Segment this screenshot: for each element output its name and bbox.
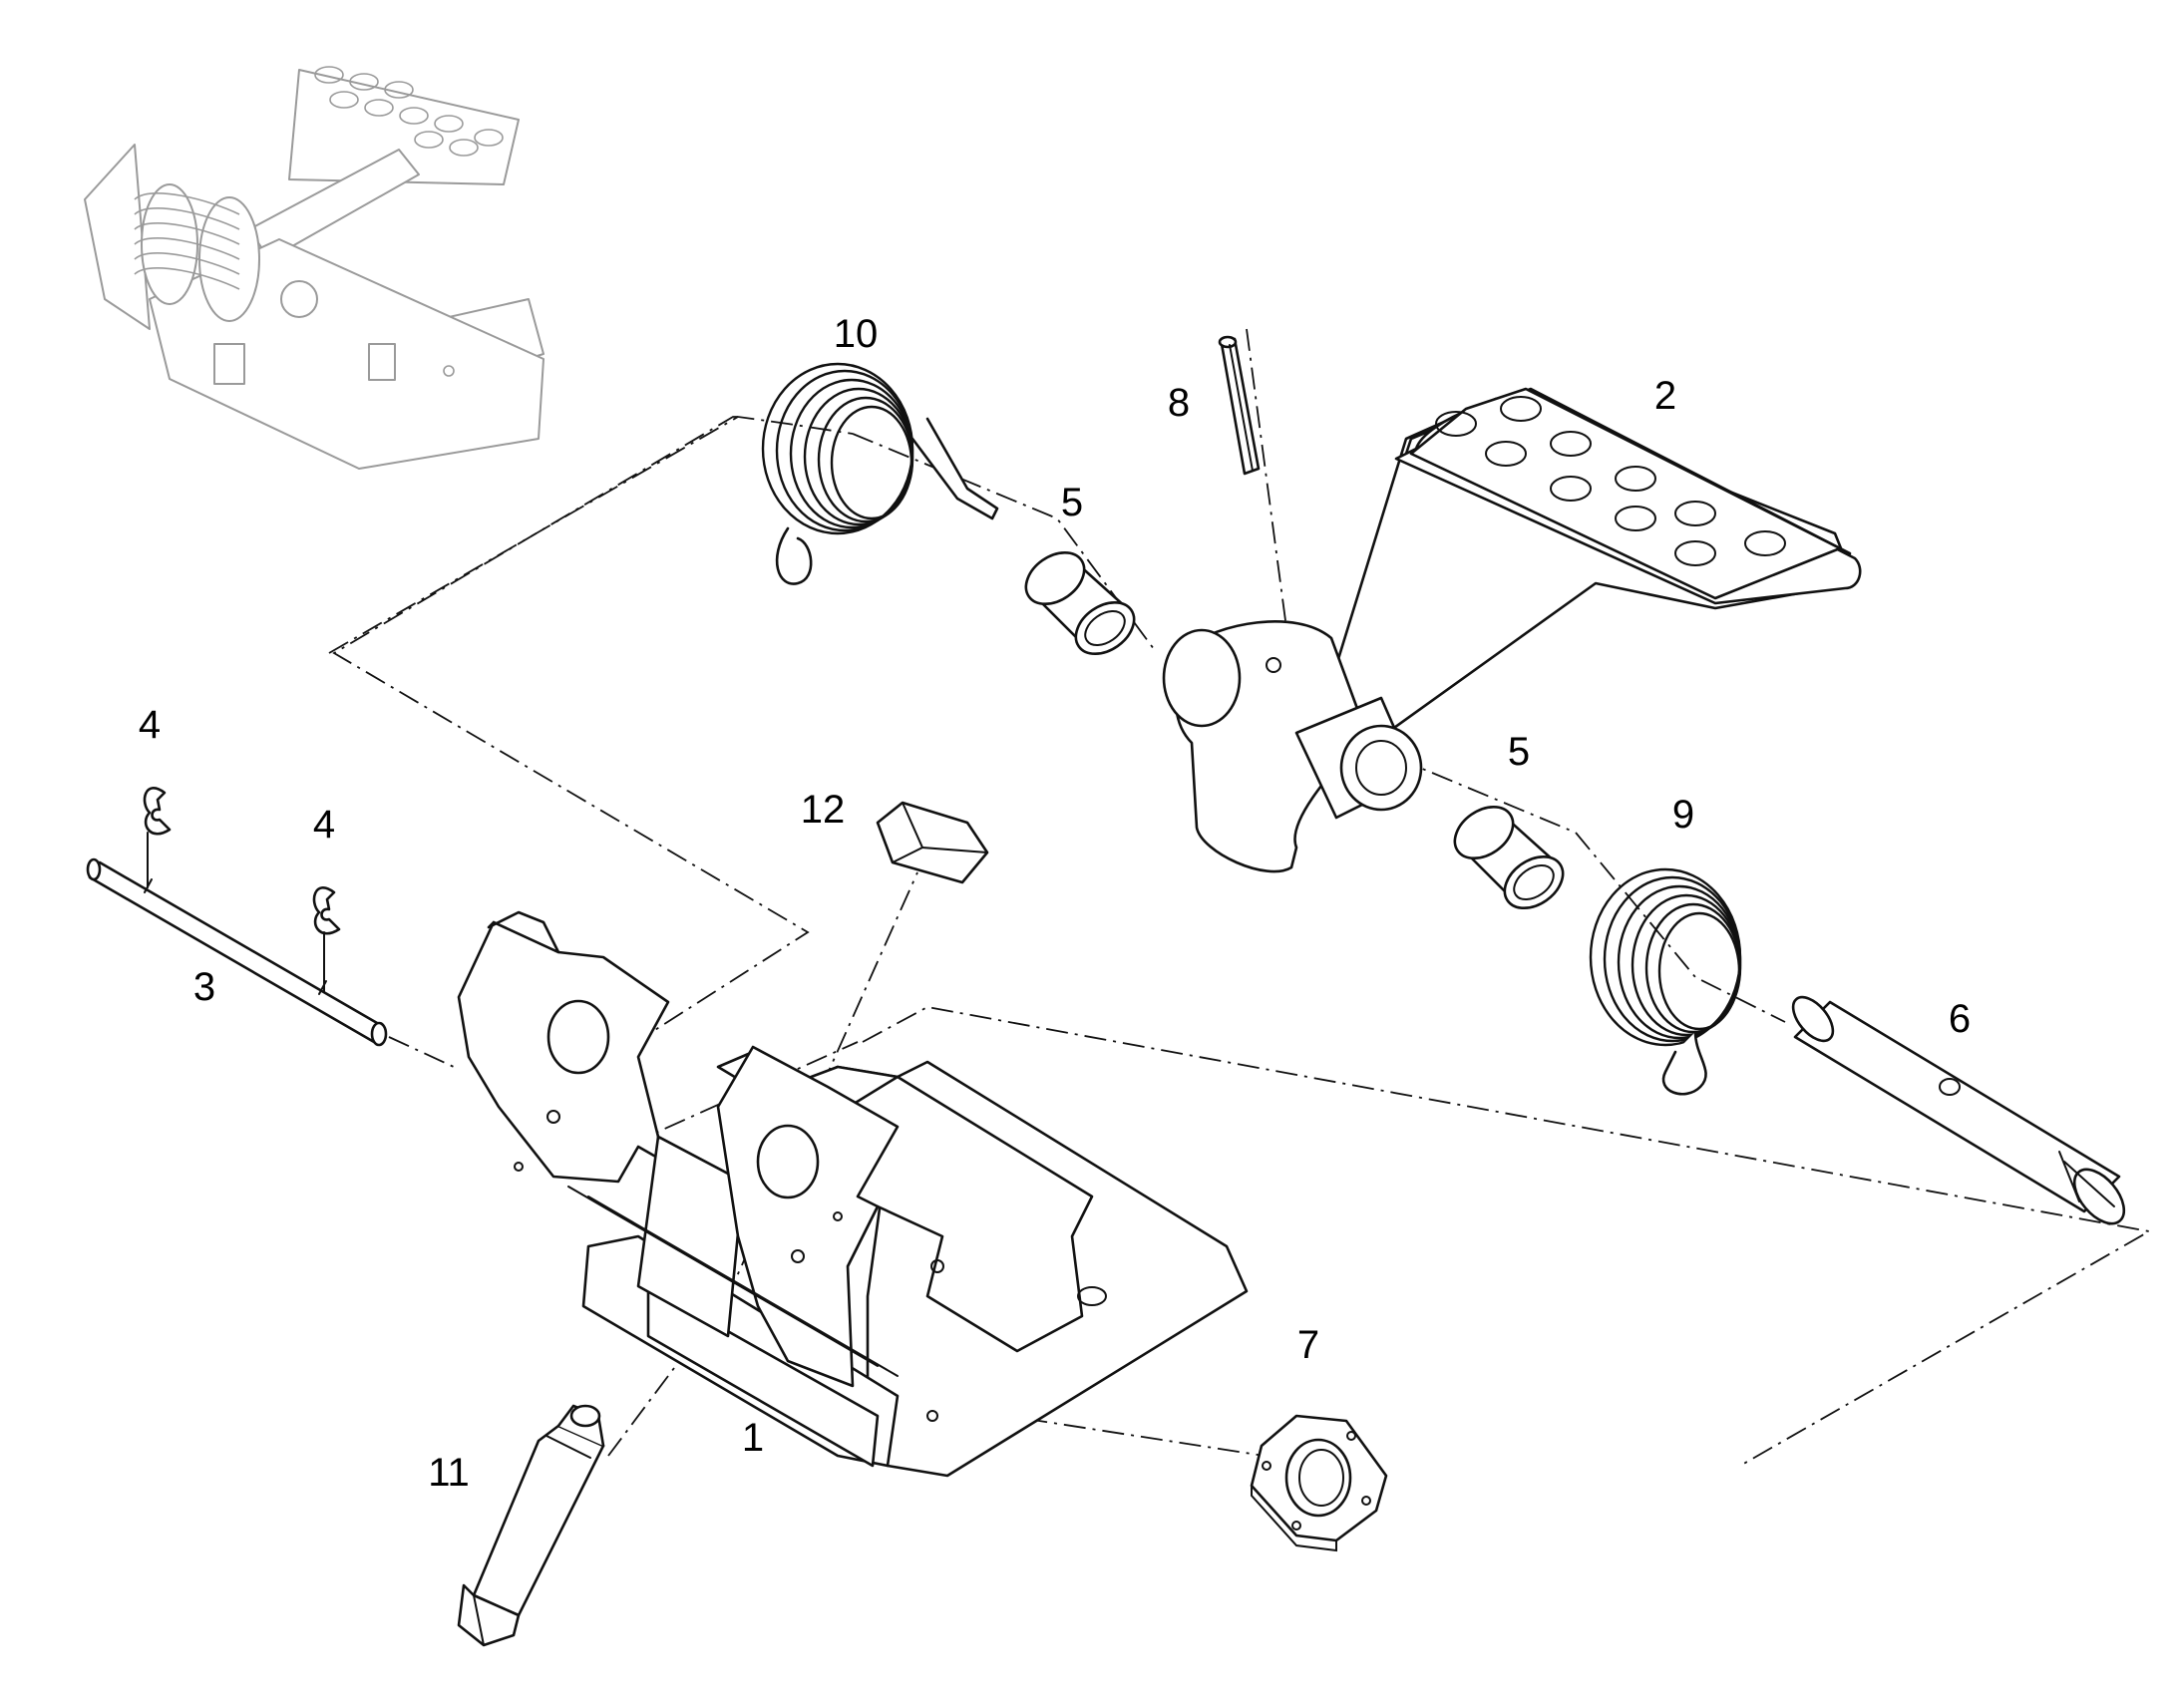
callout-3: 3 <box>193 965 215 1009</box>
callout-1: 1 <box>742 1416 764 1460</box>
callout-8: 8 <box>1168 381 1190 425</box>
hex-nut <box>876 801 989 884</box>
callout-5-upper: 5 <box>1061 481 1083 524</box>
callout-labels: 10 8 2 5 5 9 4 4 3 12 6 7 1 11 <box>139 312 1971 1495</box>
callout-5-lower: 5 <box>1508 730 1530 774</box>
assembled-view-inset <box>84 66 545 470</box>
bushing-lower <box>1453 805 1565 910</box>
e-clip-right <box>312 886 341 993</box>
pedal-arm <box>1162 387 1862 873</box>
flange-plate <box>1250 1414 1388 1552</box>
callout-9: 9 <box>1672 793 1694 837</box>
threaded-stop <box>457 1404 605 1647</box>
mounting-bracket <box>457 910 1249 1478</box>
callout-11: 11 <box>428 1451 470 1495</box>
callout-7: 7 <box>1297 1323 1319 1367</box>
pivot-shaft <box>1791 995 2126 1225</box>
callout-4-left: 4 <box>139 703 161 747</box>
bushing-upper <box>1024 550 1136 656</box>
roll-pin <box>1218 335 1261 476</box>
callout-4-right: 4 <box>313 803 335 847</box>
spring-upper <box>761 362 999 585</box>
e-clip-left <box>143 787 172 888</box>
callout-6: 6 <box>1949 997 1971 1041</box>
callout-2: 2 <box>1654 374 1676 418</box>
clevis-pin <box>86 857 388 1047</box>
callout-10: 10 <box>834 312 879 356</box>
spring-lower <box>1589 867 1742 1096</box>
callout-12: 12 <box>801 788 846 832</box>
